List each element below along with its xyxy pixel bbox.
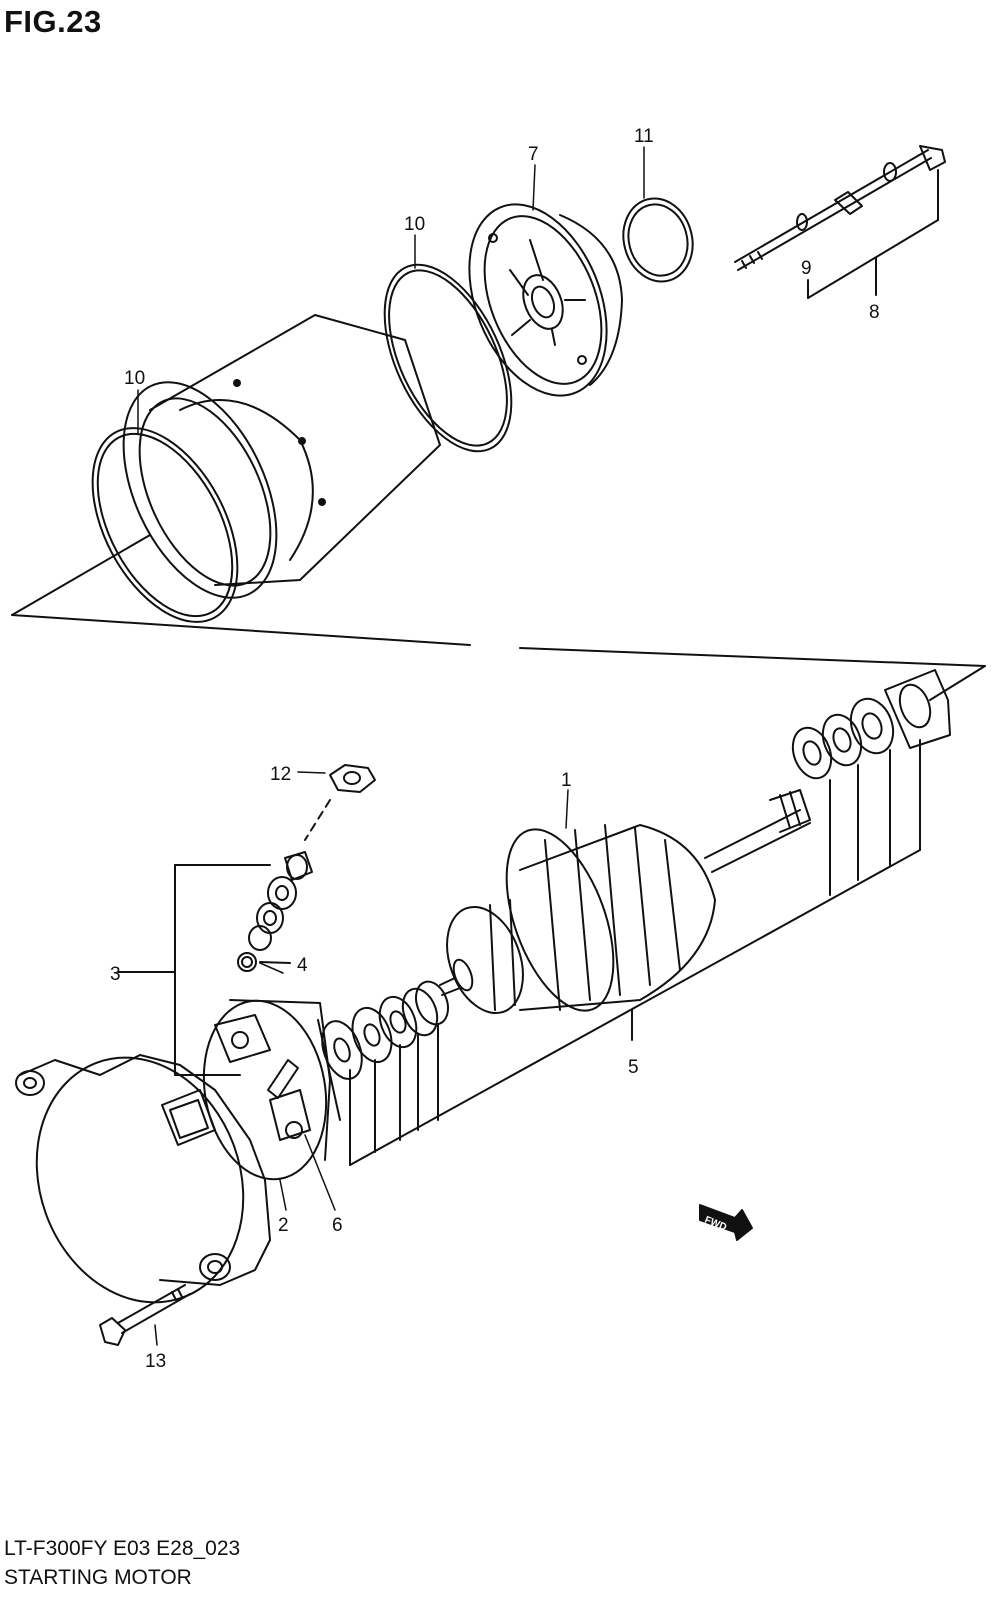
front-housing	[15, 1054, 271, 1304]
through-bolt	[734, 145, 946, 271]
callout-10-rear: 10	[404, 214, 425, 235]
callout-10-front: 10	[124, 368, 145, 389]
brush-holder-plate	[202, 999, 341, 1181]
mounting-bolt	[99, 1284, 191, 1346]
figure-title: FIG.23	[4, 4, 102, 39]
washer-set-right	[791, 669, 951, 780]
washer-set-left	[321, 980, 449, 1080]
bolt-bracket-8-9	[807, 169, 939, 299]
o-ring-rear	[383, 263, 513, 453]
fwd-arrow-icon: FWD	[699, 1204, 753, 1241]
model-code: LT-F300FY E03 E28_023	[4, 1537, 241, 1560]
terminal-set	[117, 851, 313, 1076]
yoke-housing	[122, 314, 441, 599]
callout-6: 6	[332, 1215, 343, 1236]
callout-12: 12	[270, 764, 291, 785]
callout-1: 1	[561, 770, 572, 791]
callout-5: 5	[628, 1057, 639, 1078]
o-ring-small	[622, 197, 694, 283]
leader-lines	[137, 146, 645, 1346]
callout-9: 9	[801, 258, 812, 279]
rear-end-cover	[468, 203, 623, 397]
callout-13: 13	[145, 1351, 166, 1372]
callout-4: 4	[297, 955, 308, 976]
callout-3: 3	[110, 964, 121, 985]
o-ring-front	[91, 427, 239, 623]
callout-7: 7	[528, 144, 539, 165]
upper-group-bracket	[11, 534, 986, 701]
callout-8: 8	[869, 302, 880, 323]
callout-labels: 1 2 3 4 5 6 7 8 9 10 10 11 12 13	[110, 126, 880, 1372]
nut-12	[304, 764, 376, 841]
callout-2: 2	[278, 1215, 289, 1236]
callout-11: 11	[634, 126, 654, 147]
armature	[439, 789, 811, 1015]
bracket-5	[349, 739, 921, 1166]
figure-name: STARTING MOTOR	[4, 1566, 192, 1589]
